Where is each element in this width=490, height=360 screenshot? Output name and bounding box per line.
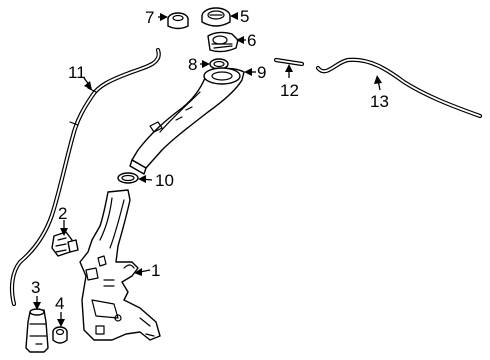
callout-9: 9: [257, 63, 266, 82]
filler-cap: [201, 7, 231, 27]
callout-11: 11: [68, 63, 86, 82]
callout-2: 2: [58, 204, 67, 223]
callout-3: 3: [31, 278, 40, 297]
callout-leaders: [33, 12, 382, 327]
washer-reservoir: [79, 189, 161, 341]
filler-pipe: [129, 67, 245, 175]
callout-10: 10: [155, 171, 174, 190]
grommet: [117, 172, 139, 184]
callout-6: 6: [247, 31, 256, 50]
filler-cap-small: [167, 12, 189, 30]
callout-labels: 1 2 3 4 5 6 7 8 9 10 11 12 13: [31, 7, 389, 313]
pump-grommet: [52, 326, 68, 344]
callout-7: 7: [145, 8, 154, 27]
washer-hose-right: [315, 57, 483, 119]
callout-13: 13: [370, 92, 389, 111]
callout-12: 12: [280, 81, 299, 100]
callout-4: 4: [55, 294, 64, 313]
washer-pump-fitting: [51, 231, 79, 257]
callout-5: 5: [240, 7, 249, 26]
filler-adapter: [207, 31, 239, 53]
callout-1: 1: [151, 261, 160, 280]
short-hose: [273, 57, 305, 67]
washer-pump: [25, 308, 49, 353]
callout-8: 8: [188, 55, 197, 74]
